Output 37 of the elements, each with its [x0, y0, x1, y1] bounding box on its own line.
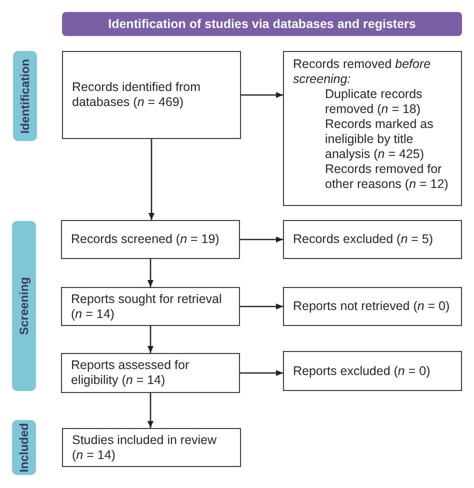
arrow: [148, 139, 154, 220]
list-item: Records removed for other reasons (n = 12): [325, 162, 450, 192]
box-text: Reports sought for retrieval (n = 14): [71, 292, 223, 322]
process-box: [283, 220, 462, 259]
box-text: Records excluded (n = 5): [293, 232, 434, 247]
phase-bar: [12, 221, 36, 391]
arrow: [148, 393, 154, 428]
box-text: Reports assessed for eligibility (n = 14): [71, 358, 190, 388]
box-text: Records identified from databases (n = 469): [72, 80, 202, 110]
phase-bar: [13, 51, 37, 141]
phase-bar: [12, 420, 36, 475]
arrow: [148, 259, 154, 287]
phase-label: Identification: [18, 58, 32, 134]
arrow: [148, 326, 154, 353]
process-box: [61, 220, 240, 259]
process-box: [283, 287, 462, 326]
list-item: Records marked as ineligible by title analysis (n = 425): [325, 117, 434, 162]
process-box: [61, 287, 240, 326]
process-box: [283, 351, 462, 391]
process-box: [62, 51, 241, 139]
process-box: [62, 428, 241, 467]
arrow: [240, 236, 283, 242]
box-text: Records screened (n = 19): [71, 232, 220, 247]
box-heading: Records removed before screening:: [293, 57, 432, 87]
box-text: Studies included in review (n = 14): [72, 432, 218, 462]
list-item: Duplicate records removed (n = 18): [325, 87, 424, 117]
arrow: [240, 370, 283, 376]
phase-label: Screening: [17, 276, 31, 336]
process-box: [283, 51, 462, 206]
banner-title: Identification of studies via databases and registers: [108, 17, 416, 31]
arrow: [240, 304, 283, 310]
header-banner: [62, 12, 462, 36]
process-box: [61, 353, 240, 393]
phase-label: Included: [17, 422, 31, 472]
box-text: Reports excluded (n = 0): [293, 364, 430, 378]
arrow: [241, 92, 283, 98]
box-text: Reports not retrieved (n = 0): [293, 299, 450, 314]
